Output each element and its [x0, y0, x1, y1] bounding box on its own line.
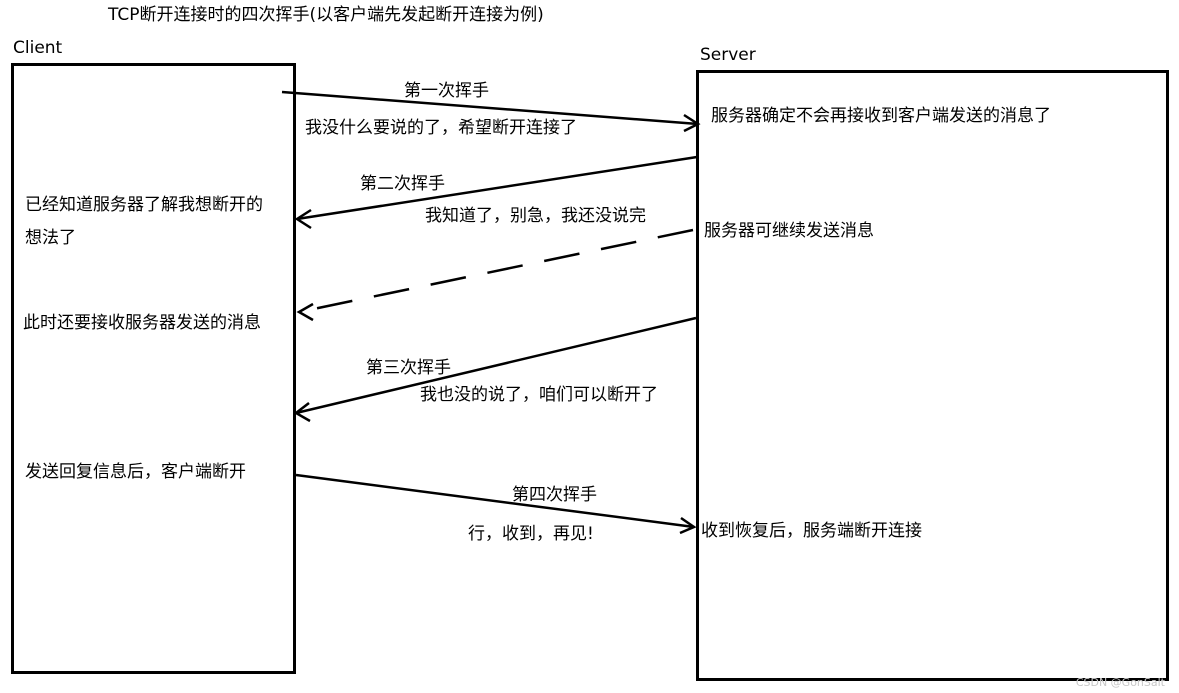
handshake-label-1: 第一次挥手 [404, 81, 489, 101]
watermark: CSDN @GonSalt [1075, 676, 1165, 689]
handshake-label-2: 第二次挥手 [360, 174, 445, 194]
arrowhead-first-wave [683, 113, 701, 133]
server-label: Server [700, 45, 756, 65]
handshake-label-3: 第三次挥手 [366, 358, 451, 378]
diagram-title: TCP断开连接时的四次挥手(以客户端先发起断开连接为例) [108, 5, 544, 25]
arrow-fourth-wave [295, 473, 695, 529]
server-note-3: 收到恢复后，服务端断开连接 [701, 521, 922, 541]
arrow-third-wave [295, 316, 697, 415]
arrowhead-second-wave [294, 208, 312, 230]
client-box [11, 63, 296, 674]
arrowhead-dashed-data [296, 302, 314, 322]
arrow-dashed-data [298, 228, 694, 314]
client-note-3: 此时还要接收服务器发送的消息 [23, 313, 261, 333]
handshake-label-4: 第四次挥手 [512, 485, 597, 505]
arrowhead-fourth-wave [679, 516, 697, 535]
handshake-message-1: 我没什么要说的了，希望断开连接了 [305, 118, 577, 138]
server-note-1: 服务器确定不会再接收到客户端发送的消息了 [711, 106, 1051, 126]
server-note-2: 服务器可继续发送消息 [704, 221, 874, 241]
handshake-message-3: 我也没的说了，咱们可以断开了 [420, 385, 658, 405]
client-note-1: 已经知道服务器了解我想断开的 [25, 195, 263, 215]
client-note-4: 发送回复信息后，客户端断开 [25, 462, 246, 482]
server-box [696, 70, 1169, 681]
arrowhead-third-wave [293, 402, 311, 423]
client-note-2: 想法了 [25, 228, 76, 248]
arrow-second-wave [296, 155, 698, 221]
handshake-message-2: 我知道了，别急，我还没说完 [425, 206, 646, 226]
client-label: Client [13, 38, 63, 58]
handshake-message-4: 行，收到，再见! [468, 524, 594, 544]
arrow-first-wave [281, 90, 699, 126]
